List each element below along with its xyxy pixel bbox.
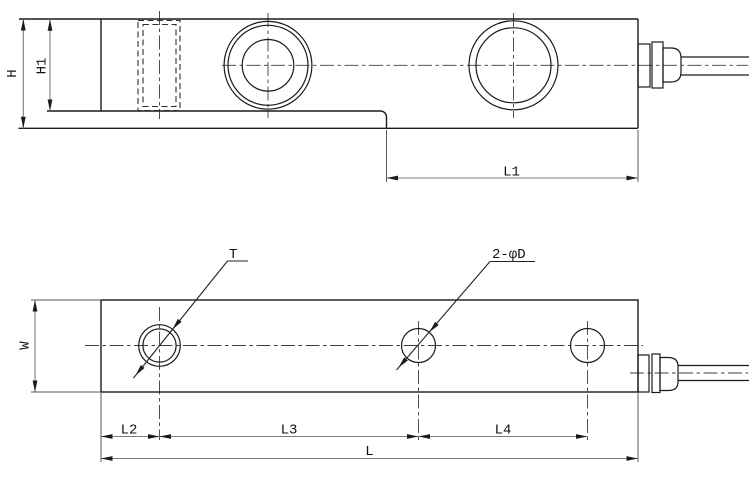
right-load-hole [468, 20, 559, 111]
cable-gland-side [637, 41, 682, 89]
cable-gland-plan [637, 353, 679, 394]
dim-l4-label: L4 [495, 423, 512, 439]
dim-l3: L3 [159, 423, 419, 439]
side-view: H H1 L1 [5, 11, 749, 182]
dim-h1: H1 [35, 19, 53, 111]
bolt-hole-right [569, 327, 606, 364]
holes-leader-label: 2-φD [492, 247, 526, 263]
dim-w-label: W [18, 341, 34, 350]
dim-l: L [100, 392, 639, 462]
side-view-centerlines [159, 11, 748, 119]
dim-l2: L2 [101, 423, 160, 439]
cable-plan [678, 364, 749, 382]
thread-hole-plan [138, 324, 181, 367]
left-load-hole [223, 20, 313, 110]
dim-l1-label: L1 [503, 165, 520, 181]
bolt-hole-middle [400, 327, 437, 364]
dim-l2-label: L2 [121, 423, 138, 439]
dim-l4: L4 [418, 423, 588, 439]
holes-leader: 2-φD [396, 247, 535, 371]
side-view-body [18, 18, 639, 130]
dim-l-label: L [365, 444, 373, 460]
dim-l3-label: L3 [281, 423, 298, 439]
cable-side [681, 56, 749, 76]
dim-h-label: H [5, 69, 21, 77]
thread-hole-hidden [137, 19, 181, 112]
dim-h: H [5, 19, 26, 129]
plan-view-centerlines [85, 307, 748, 440]
thread-leader: T [133, 247, 248, 379]
dim-h1-label: H1 [35, 58, 51, 75]
dim-l1: L1 [386, 130, 639, 182]
thread-leader-label: T [229, 247, 237, 263]
plan-view-body [100, 299, 639, 393]
plan-view: T 2-φD W L2 L [18, 247, 749, 462]
dim-w: W [18, 299, 101, 393]
